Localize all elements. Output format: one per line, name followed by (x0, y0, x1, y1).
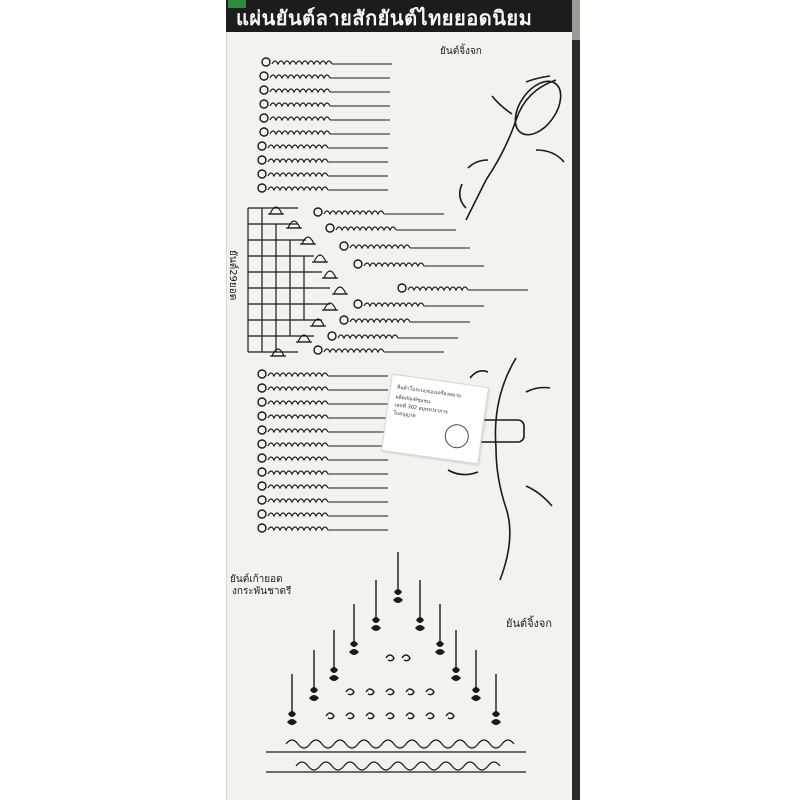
title-band: แผ่นยันต์ลายสักยันต์ไทยยอดนิยม (226, 0, 572, 32)
ray-group-top (258, 58, 392, 192)
grid-yantra (247, 207, 330, 353)
ray-group-lower (258, 370, 388, 532)
spike-yantra-base (266, 739, 526, 773)
ray-group-middle (314, 208, 528, 354)
label-gecko-top: ยันต์จิ้งจก (440, 46, 482, 57)
right-edge (572, 0, 580, 800)
gecko-yantra-top (458, 75, 565, 221)
sheet-title: แผ่นยันต์ลายสักยันต์ไทยยอดนิยม (236, 6, 533, 30)
otop-sticker: สินค้าในระบบของเครื่องหมาย ผลิตภัณฑ์ชุมช… (381, 373, 489, 465)
gecko-yantra-bottom (447, 357, 553, 581)
sticker-logo-icon (443, 422, 471, 450)
yantra-artwork (247, 0, 565, 773)
spike-yantra (286, 551, 502, 726)
label-invulnerable: งกระพันชาตรี (232, 586, 292, 597)
label-gecko-bottom: ยันต์จิ้งจก (506, 617, 553, 630)
green-corner (228, 0, 246, 8)
right-edge-grey (572, 0, 580, 40)
spike-yantra-glyphs (325, 654, 455, 720)
sticker-line-4: ใบอนุญาต (392, 410, 416, 420)
label-29-peaks: ยันต์29ยอด (227, 250, 238, 301)
label-nine-peaks: ยันต์เก้ายอด (230, 574, 283, 585)
